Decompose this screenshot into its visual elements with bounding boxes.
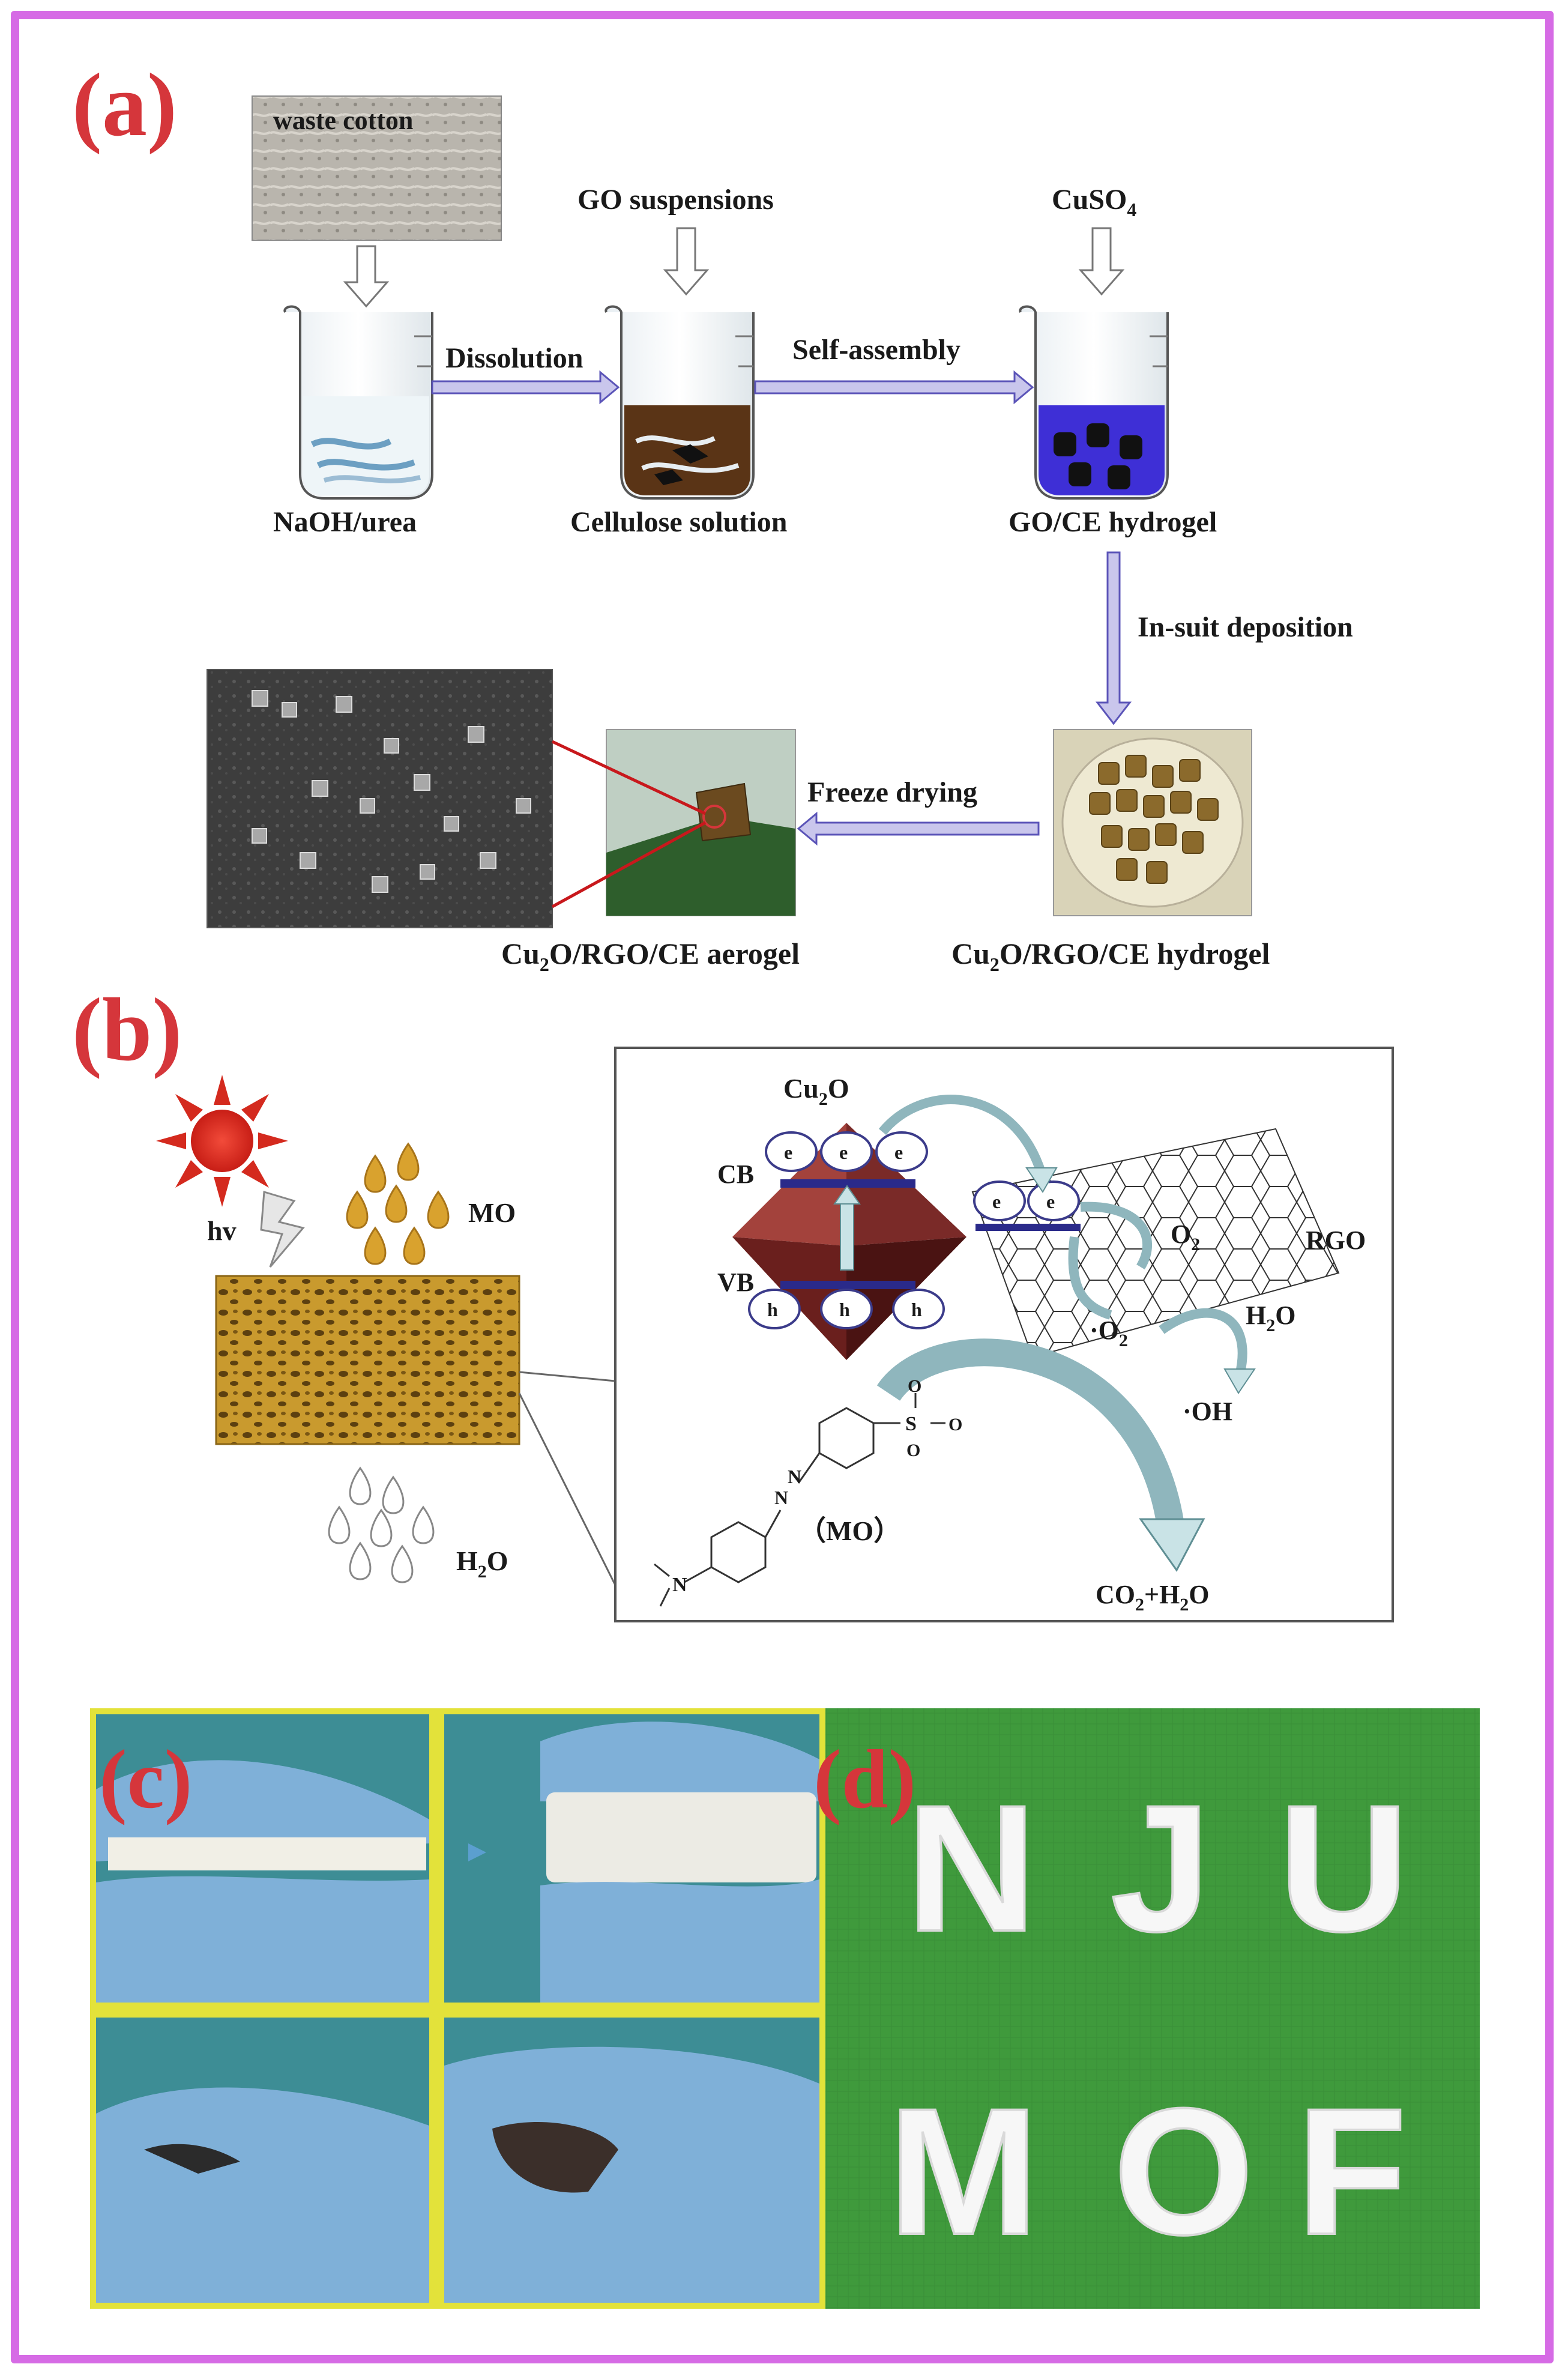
zoom-line-bottom <box>551 821 707 908</box>
panel-c: (c) <box>90 1708 825 2309</box>
sulfonate-o-2: O <box>906 1440 920 1460</box>
o2-label: O2 <box>1171 1220 1200 1254</box>
lightning-icon <box>260 1191 305 1268</box>
h2o-drops-label: H2O <box>456 1546 508 1582</box>
photo-c4 <box>444 2018 819 2303</box>
waste-cotton-label: waste cotton <box>273 106 413 135</box>
panel-b: (b) hv <box>72 980 1394 1622</box>
panel-b-letter: (b) <box>72 980 182 1080</box>
cu2o-aerogel-label: Cu2O/RGO/CE aerogel <box>501 937 800 975</box>
cu2o-label: Cu2O <box>783 1073 849 1109</box>
vb-holes: h h h <box>748 1289 945 1329</box>
zoom-line-top <box>551 740 707 815</box>
azo-n-1: N <box>774 1487 788 1508</box>
beaker-go-ce-hydrogel <box>1019 305 1169 500</box>
connector-bottom <box>518 1392 617 1586</box>
hv-label: hv <box>207 1215 237 1246</box>
electron-symbol-2: e <box>839 1141 848 1163</box>
hole-symbol-1: h <box>767 1299 778 1320</box>
h2o-product-label: H2O <box>1246 1301 1295 1335</box>
degradation-arrow <box>876 1338 1205 1572</box>
mo-molecule <box>654 1393 945 1607</box>
sem-image <box>207 669 553 928</box>
panel-d: (d) N J U M O F <box>813 1708 1480 2309</box>
go-suspensions-label: GO suspensions <box>577 184 774 216</box>
panel-c-letter: (c) <box>99 1733 192 1826</box>
superoxide-label: ·O2 <box>1090 1316 1128 1350</box>
down-arrow-cotton <box>343 245 390 308</box>
electron-symbol-5: e <box>1046 1191 1055 1212</box>
waste-cotton-photo: waste cotton <box>252 95 502 241</box>
aerogel-photo <box>606 729 796 916</box>
panel-a: (a) waste cotton GO suspensions CuSO4 <box>72 55 1353 975</box>
h2o-drops <box>328 1466 435 1583</box>
sulfonate-o-3: O <box>948 1415 962 1434</box>
mo-molecule-label: （MO） <box>798 1516 901 1546</box>
electron-transfer-arrow <box>878 1095 1058 1193</box>
arrow-in-suit-deposition <box>1095 551 1132 725</box>
connector-top <box>519 1371 616 1382</box>
green-felt-background <box>825 1708 1480 2309</box>
down-arrow-cuso4 <box>1078 227 1125 296</box>
hole-symbol-2: h <box>839 1299 850 1320</box>
beaker-naoh-urea <box>283 305 433 500</box>
electron-symbol-1: e <box>784 1141 792 1163</box>
cu2o-hydrogel-photo <box>1053 729 1252 916</box>
panel-a-letter: (a) <box>72 55 177 155</box>
electron-symbol-3: e <box>894 1141 903 1163</box>
cellulose-solution-label: Cellulose solution <box>570 506 787 538</box>
sun-icon <box>156 1075 288 1207</box>
down-arrow-go <box>663 227 710 296</box>
photo-c2 <box>444 1714 819 2003</box>
letter-u: U <box>1279 1767 1409 1969</box>
sulfonate-s: S <box>905 1413 917 1435</box>
arrow-freeze-drying <box>797 811 1040 846</box>
mo-label: MO <box>468 1197 516 1228</box>
cuso4-label: CuSO4 <box>1052 184 1136 220</box>
hydroxyl-label: ·OH <box>1183 1397 1232 1426</box>
arrow-self-assembly <box>754 370 1034 405</box>
cb-electrons: e e e <box>765 1131 928 1172</box>
hydroxyl-arrow <box>1159 1308 1256 1394</box>
letter-f: F <box>1297 2070 1407 2272</box>
mo-drops <box>346 1142 450 1265</box>
azo-n-2: N <box>788 1466 801 1487</box>
hole-symbol-3: h <box>911 1299 922 1320</box>
naoh-urea-label: NaOH/urea <box>273 506 417 538</box>
electron-symbol-4: e <box>992 1191 1001 1212</box>
sulfonate-o-1: O <box>908 1376 921 1396</box>
beaker-cellulose <box>605 305 755 500</box>
letter-m: M <box>888 2070 1039 2272</box>
freeze-drying-label: Freeze drying <box>807 776 977 808</box>
superoxide-arrow <box>1068 1236 1112 1320</box>
self-assembly-label: Self-assembly <box>792 334 960 366</box>
arrow-dissolution <box>431 370 620 405</box>
letter-j: J <box>1111 1767 1211 1969</box>
cu2o-hydrogel-label: Cu2O/RGO/CE hydrogel <box>951 937 1270 975</box>
aerogel-foam-block <box>215 1275 520 1445</box>
in-suit-deposition-label: In-suit deposition <box>1138 611 1353 643</box>
dissolution-label: Dissolution <box>445 342 583 374</box>
go-ce-hydrogel-label: GO/CE hydrogel <box>1009 506 1217 538</box>
letter-o: O <box>1114 2070 1253 2272</box>
letter-n: N <box>906 1767 1037 1969</box>
o2-reduction-arrow <box>1080 1202 1153 1270</box>
vb-label: VB <box>717 1268 754 1297</box>
amine-n: N <box>672 1574 687 1596</box>
panel-d-letter: (d) <box>813 1733 916 1826</box>
photo-c3 <box>96 2018 429 2303</box>
rgo-label: RGO <box>1306 1226 1366 1255</box>
rgo-electrons: e e <box>973 1180 1081 1231</box>
photo-c1 <box>96 1714 429 2003</box>
cb-label: CB <box>717 1159 754 1189</box>
co2-h2o-label: CO2+H2O <box>1096 1580 1210 1615</box>
